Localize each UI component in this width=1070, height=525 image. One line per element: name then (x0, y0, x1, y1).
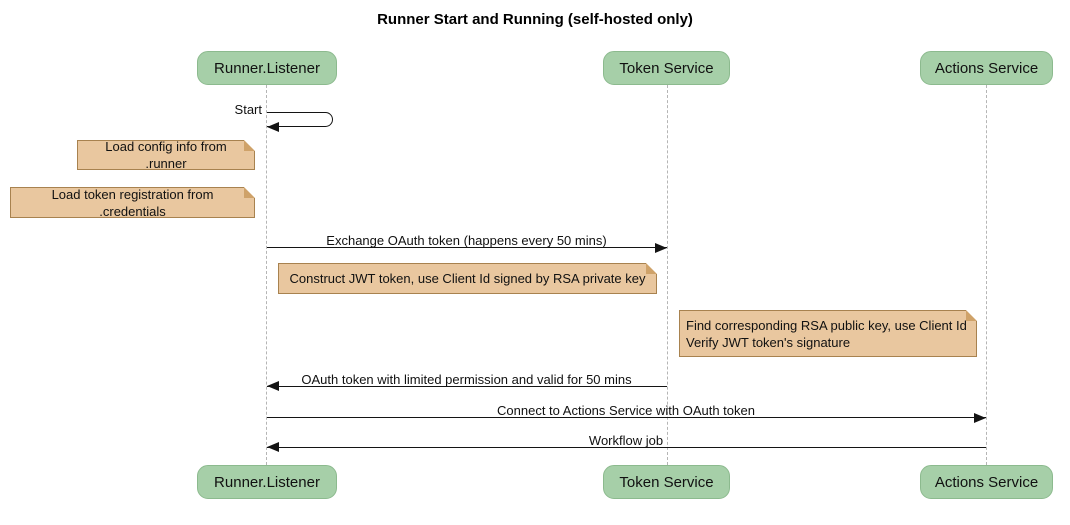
note-load-credentials: Load token registration from .credential… (10, 186, 255, 219)
message-workflow-arrowhead-icon (267, 442, 279, 452)
lifeline-token-service (667, 85, 668, 465)
message-connect-line (267, 417, 986, 418)
participant-actions-service-top: Actions Service (920, 51, 1053, 85)
diagram-title: Runner Start and Running (self-hosted on… (377, 11, 693, 28)
message-exchange-arrowhead-icon (655, 243, 667, 253)
message-oauth-return-line (267, 386, 667, 387)
message-exchange-label: Exchange OAuth token (happens every 50 m… (326, 233, 607, 248)
lifeline-actions-service (986, 85, 987, 465)
message-oauth-return-label: OAuth token with limited permission and … (301, 372, 632, 387)
note-construct-jwt-text: Construct JWT token, use Client Id signe… (289, 271, 646, 286)
message-start-self-arrow (267, 112, 333, 127)
participant-token-service-bottom: Token Service (603, 465, 730, 499)
message-start-arrowhead-icon (267, 122, 279, 132)
participant-runner-listener-top: Runner.Listener (197, 51, 337, 85)
note-construct-jwt: Construct JWT token, use Client Id signe… (278, 263, 657, 294)
note-load-config-text: Load config info from .runner (105, 139, 227, 171)
note-find-rsa-line2: Verify JWT token's signature (686, 334, 851, 350)
participant-runner-listener-bottom: Runner.Listener (197, 465, 337, 499)
note-find-rsa: Find corresponding RSA public key, use C… (679, 310, 977, 357)
note-load-config: Load config info from .runner (77, 139, 255, 171)
message-workflow-label: Workflow job (588, 433, 664, 448)
message-workflow-line (267, 447, 986, 448)
note-find-rsa-line1: Find corresponding RSA public key, use C… (686, 317, 967, 333)
message-oauth-return-arrowhead-icon (267, 381, 279, 391)
message-exchange-line (267, 247, 667, 248)
lifeline-runner-listener (266, 85, 267, 465)
participant-token-service-top: Token Service (603, 51, 730, 85)
participant-actions-service-bottom: Actions Service (920, 465, 1053, 499)
message-connect-arrowhead-icon (974, 413, 986, 423)
message-connect-label: Connect to Actions Service with OAuth to… (497, 403, 755, 418)
message-start-label: Start (234, 102, 262, 117)
note-load-credentials-text: Load token registration from .credential… (51, 186, 214, 219)
